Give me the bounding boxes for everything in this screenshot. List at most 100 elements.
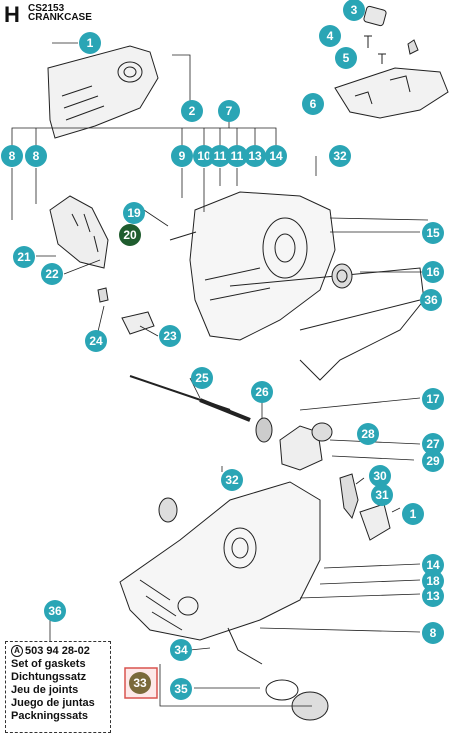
callout-circle <box>402 503 424 525</box>
callout-c35: 35 <box>170 678 192 700</box>
callout-c13: 13 <box>244 145 266 167</box>
kit-line-es: Juego de juntas <box>11 697 95 709</box>
callout-circle <box>357 423 379 445</box>
callout-circle <box>44 600 66 622</box>
callout-c8b: 8 <box>25 145 47 167</box>
callout-number: 21 <box>17 250 31 264</box>
callout-circle <box>159 325 181 347</box>
callout-number: 14 <box>269 149 283 163</box>
callout-circle <box>265 145 287 167</box>
callout-circle <box>221 469 243 491</box>
kit-line-en: Set of gaskets <box>11 658 86 670</box>
kit-code-badge: A <box>11 645 23 657</box>
callout-c8a: 8 <box>1 145 23 167</box>
callout-circle <box>226 145 248 167</box>
callout-circle <box>170 639 192 661</box>
section-title: CRANKCASE <box>28 12 92 23</box>
callout-circle <box>422 585 444 607</box>
callout-number: 35 <box>174 682 188 696</box>
callout-circle <box>193 145 215 167</box>
callout-circle <box>302 93 324 115</box>
callout-c9: 9 <box>171 145 193 167</box>
callout-c21: 21 <box>13 246 35 268</box>
callout-number: 9 <box>179 149 186 163</box>
callout-number: 10 <box>197 149 211 163</box>
callout-number: 7 <box>226 104 233 118</box>
callout-circle <box>371 484 393 506</box>
callout-c30: 30 <box>369 465 391 487</box>
callout-circle <box>123 202 145 224</box>
callout-c36b: 36 <box>44 600 66 622</box>
kit-part-number: 503 94 28-02 <box>25 645 90 657</box>
callout-c4: 4 <box>319 25 341 47</box>
callout-c14b: 14 <box>422 554 444 576</box>
callout-number: 32 <box>225 473 239 487</box>
callout-c25: 25 <box>191 367 213 389</box>
callout-number: 36 <box>424 293 438 307</box>
parts-drawing <box>47 5 449 721</box>
callout-number: 33 <box>133 676 147 690</box>
callout-number: 18 <box>426 574 440 588</box>
callout-circle <box>25 145 47 167</box>
callout-c1a: 1 <box>79 32 101 54</box>
callout-c6: 6 <box>302 93 324 115</box>
callout-number: 32 <box>333 149 347 163</box>
callout-number: 24 <box>89 334 103 348</box>
callout-c34: 34 <box>170 639 192 661</box>
callout-circle <box>41 263 63 285</box>
callout-circle <box>343 0 365 21</box>
callout-c26: 26 <box>251 381 273 403</box>
section-letter: H <box>4 2 20 27</box>
callout-number: 34 <box>174 643 188 657</box>
callout-c23: 23 <box>159 325 181 347</box>
callout-c11b: 11 <box>226 145 248 167</box>
callout-number: 36 <box>48 604 62 618</box>
callout-number: 23 <box>163 329 177 343</box>
callout-number: 14 <box>426 558 440 572</box>
callout-c24: 24 <box>85 330 107 352</box>
callout-circle <box>422 388 444 410</box>
callout-number: 1 <box>410 507 417 521</box>
crankcase-upper <box>189 191 336 341</box>
callout-c14: 14 <box>265 145 287 167</box>
callout-circle <box>1 145 23 167</box>
callout-number: 16 <box>426 265 440 279</box>
callout-circle <box>335 47 357 69</box>
chain-guard-plate <box>47 45 159 139</box>
callout-number: 13 <box>426 589 440 603</box>
callout-circle <box>171 145 193 167</box>
callout-c28: 28 <box>357 423 379 445</box>
callout-circle <box>422 261 444 283</box>
callout-circle <box>422 622 444 644</box>
callout-circle <box>422 222 444 244</box>
callout-c13b: 13 <box>422 585 444 607</box>
callout-number: 31 <box>375 488 389 502</box>
callout-c32a: 32 <box>329 145 351 167</box>
callout-c5: 5 <box>335 47 357 69</box>
callout-c15: 15 <box>422 222 444 244</box>
callout-circle <box>422 554 444 576</box>
callout-circle <box>129 672 151 694</box>
callout-c10: 10 <box>193 145 215 167</box>
callout-c8c: 8 <box>422 622 444 644</box>
callout-number: 22 <box>45 267 59 281</box>
callout-c19: 19 <box>123 202 145 224</box>
callout-circle <box>85 330 107 352</box>
callout-c27: 27 <box>422 433 444 455</box>
callout-circle <box>13 246 35 268</box>
callout-number: 15 <box>426 226 440 240</box>
callout-circle <box>119 224 141 246</box>
callout-number: 29 <box>426 454 440 468</box>
callout-c2: 2 <box>181 100 203 122</box>
callout-number: 28 <box>361 427 375 441</box>
callout-circle <box>79 32 101 54</box>
callout-number: 8 <box>430 626 437 640</box>
callout-circle <box>422 450 444 472</box>
callout-circle <box>244 145 266 167</box>
callout-number: 4 <box>327 29 334 43</box>
callout-number: 1 <box>87 36 94 50</box>
